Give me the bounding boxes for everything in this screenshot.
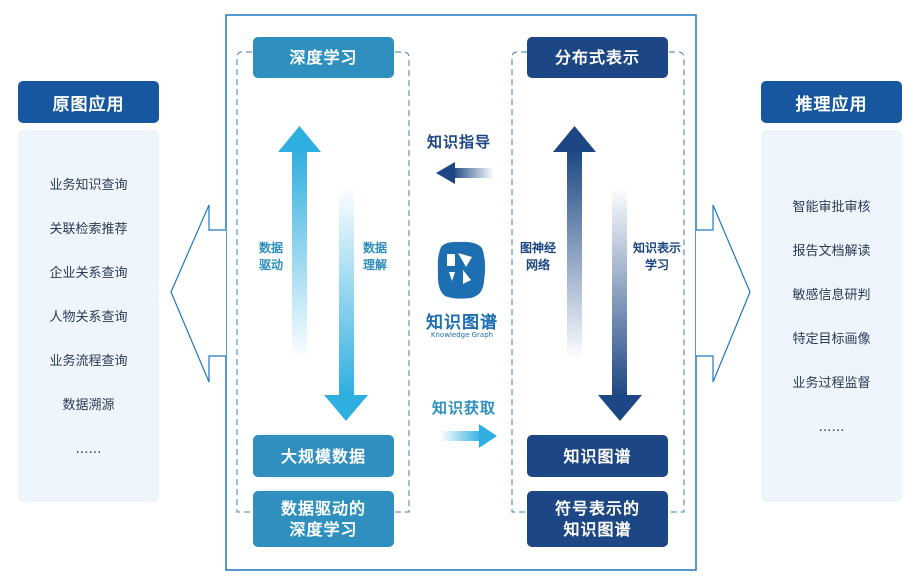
logo-title: 知识图谱 [426, 313, 498, 333]
list-item: 业务流程查询 [49, 354, 128, 369]
caption-line: 知识图谱 [563, 520, 632, 539]
symbolic-knowledge-graph-box: 符号表示的 知识图谱 [527, 491, 668, 547]
list-item: 智能审批审核 [792, 200, 871, 215]
data-driven-label: 数据 驱动 [256, 240, 286, 274]
knowledge-graph-logo-icon [437, 241, 486, 299]
label-line: 数据 [362, 241, 387, 255]
distributed-representation-box: 分布式表示 [527, 37, 668, 78]
large-scale-data-box: 大规模数据 [253, 435, 394, 477]
caption-line: 数据驱动的 [280, 499, 366, 518]
label-line: 数据 [258, 241, 283, 255]
list-item: 敏感信息研判 [792, 288, 871, 303]
list-item: 数据溯源 [62, 398, 115, 413]
label-line: 驱动 [258, 258, 283, 272]
logo-subtitle: Knowledge Graph [430, 331, 494, 339]
knowledge-guide-arrow [436, 162, 494, 184]
label-line: 图神经 [519, 241, 556, 255]
right-panel-list: 智能审批审核 报告文档解读 敏感信息研判 特定目标画像 业务过程监督 …… [761, 130, 902, 502]
knowledge-acquire-arrow [440, 424, 497, 448]
list-item: 人物关系查询 [49, 310, 128, 325]
deep-learning-box: 深度学习 [253, 37, 394, 78]
left-callout [170, 204, 226, 383]
data-driven-up-arrow [278, 126, 321, 360]
center-frame [225, 14, 697, 571]
right-dashed-group [511, 51, 685, 513]
list-item: …… [818, 420, 845, 435]
data-understanding-down-arrow [324, 186, 368, 421]
list-item: 特定目标画像 [792, 332, 871, 347]
list-item: 关联检索推荐 [49, 222, 128, 237]
label-line: 理解 [362, 258, 387, 272]
gnn-label: 图神经 网络 [515, 240, 561, 274]
list-item: 业务过程监督 [792, 376, 871, 391]
gnn-up-arrow [553, 126, 596, 360]
data-driven-deep-learning-box: 数据驱动的 深度学习 [253, 491, 394, 547]
list-item: 业务知识查询 [49, 178, 128, 193]
caption-line: 深度学习 [289, 520, 358, 539]
left-panel-title: 原图应用 [18, 81, 159, 123]
label-line: 网络 [525, 258, 550, 272]
list-item: 报告文档解读 [792, 244, 871, 259]
caption-line: 符号表示的 [554, 499, 640, 518]
knowledge-graph-box: 知识图谱 [527, 435, 668, 477]
label-line: 知识表示 [632, 241, 681, 255]
right-panel-title: 推理应用 [761, 81, 902, 123]
kr-learning-down-arrow [598, 186, 642, 421]
right-callout [696, 204, 751, 383]
left-panel-list: 业务知识查询 关联检索推荐 企业关系查询 人物关系查询 业务流程查询 数据溯源 … [18, 130, 159, 502]
list-item: 企业关系查询 [49, 266, 128, 281]
left-dashed-group [236, 51, 410, 513]
label-line: 学习 [644, 258, 669, 272]
knowledge-acquire-label: 知识获取 [432, 399, 497, 417]
list-item: …… [75, 442, 102, 457]
kr-learning-label: 知识表示 学习 [627, 240, 687, 274]
knowledge-guide-label: 知识指导 [427, 133, 492, 151]
data-understanding-label: 数据 理解 [360, 240, 390, 274]
